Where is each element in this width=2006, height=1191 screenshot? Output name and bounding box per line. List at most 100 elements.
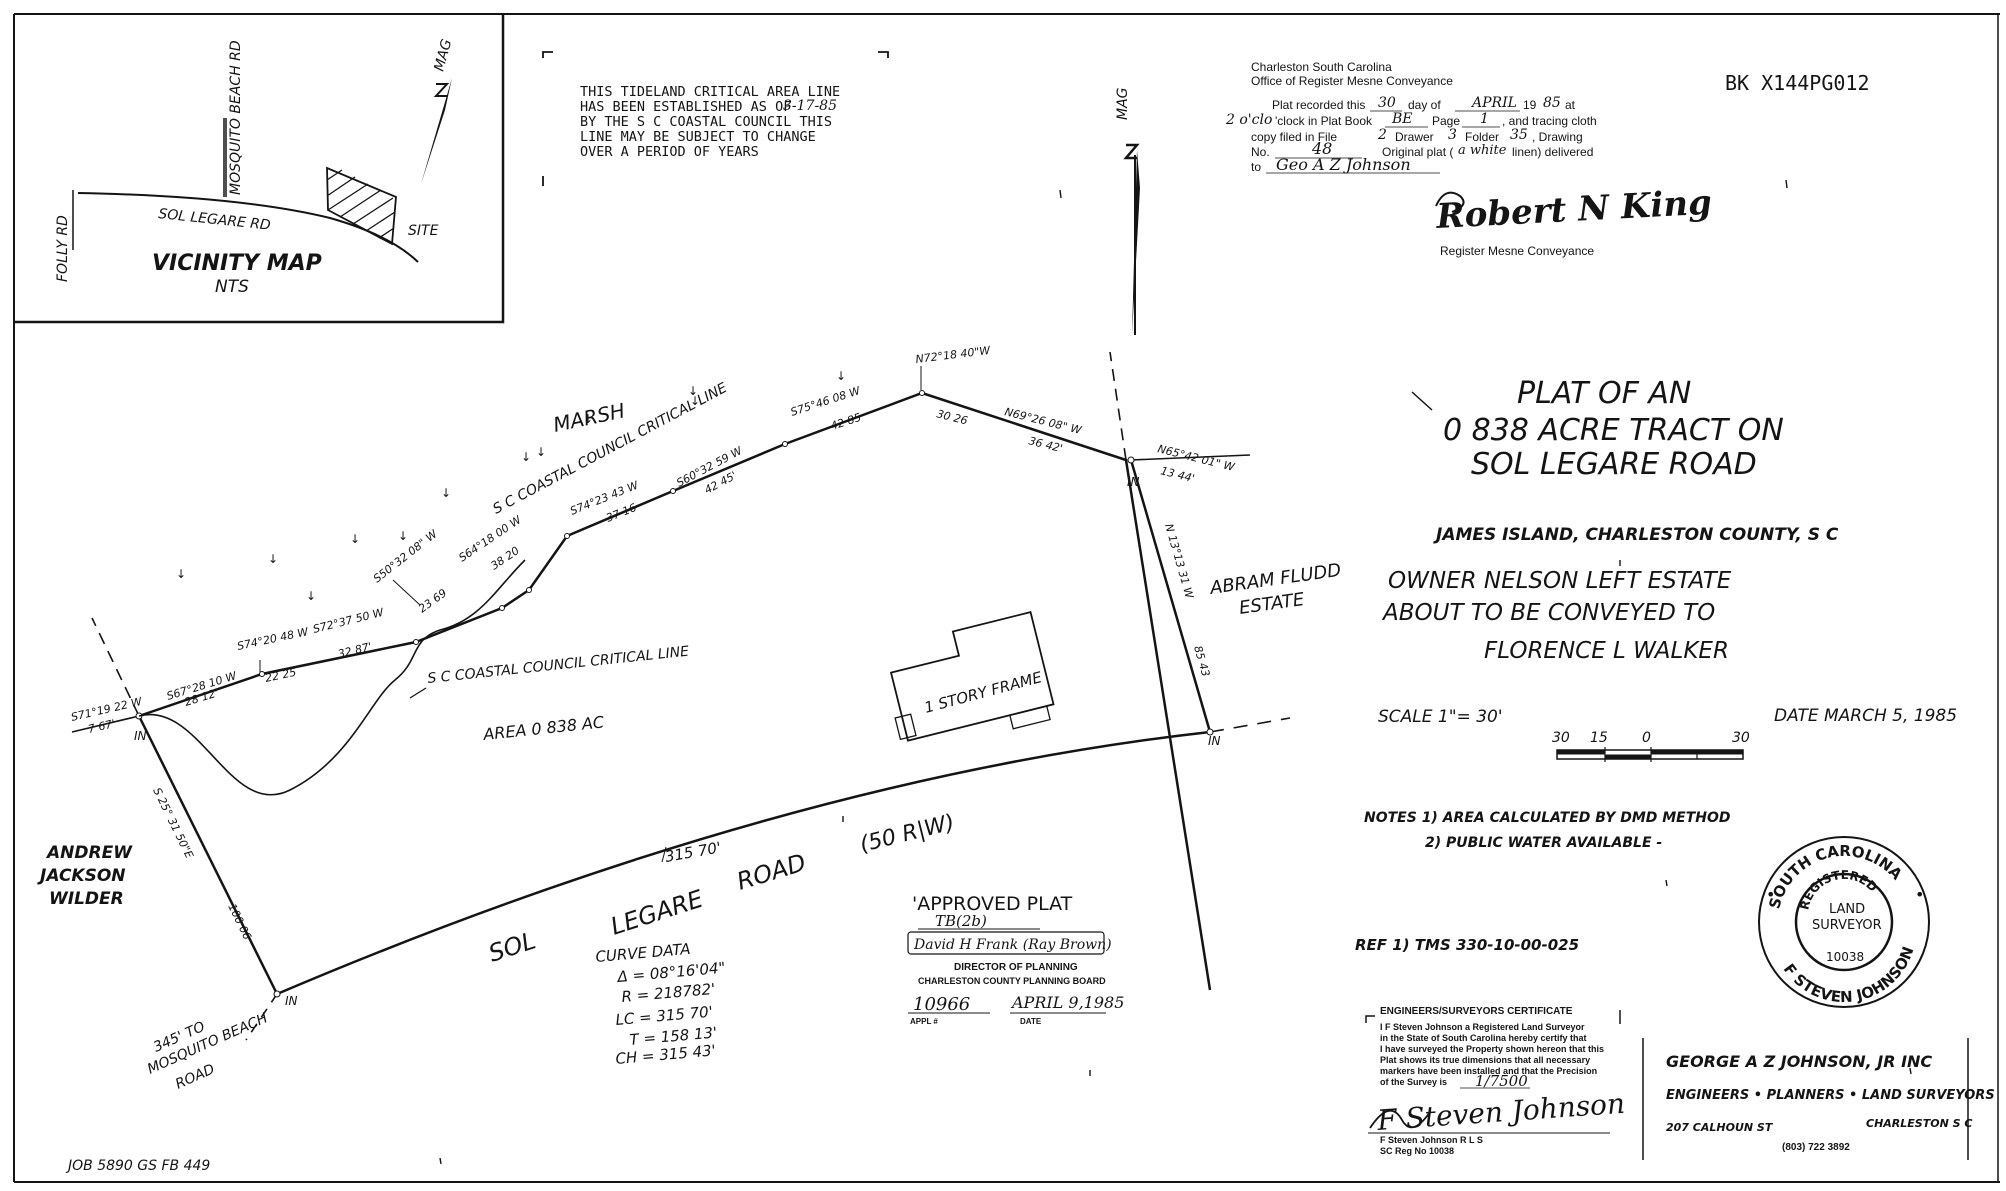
book-page-reference: BK X144PG012: [1725, 71, 1870, 95]
svg-text:↓: ↓: [441, 486, 451, 500]
vicinity-mag-label: MAG: [431, 37, 455, 73]
title-line2: 0 838 ACRE TRACT ON: [1443, 413, 1784, 448]
notes: NOTES 1) AREA CALCULATED BY DMD METHOD 2…: [1364, 810, 1731, 851]
house-label: 1 STORY FRAME: [922, 668, 1044, 717]
road-name-road: ROAD: [734, 848, 810, 895]
svg-text:↓: ↓: [268, 552, 278, 566]
recording-line5c: Folder: [1465, 130, 1499, 144]
neighbor-nw-line1: ANDREW: [45, 843, 133, 863]
certificate-line3: I have surveyed the Property shown hereo…: [1380, 1044, 1604, 1054]
road-name-sol: SOL: [485, 926, 539, 967]
road-width-label: (50 R|W): [857, 810, 957, 858]
svg-text:•: •: [1915, 885, 1924, 904]
seal-number: 10038: [1826, 950, 1864, 964]
distance-10: 30 26: [935, 407, 969, 427]
approved-signature: David H Frank (Ray Brown): [907, 931, 1112, 955]
to-mosquito-line3: ROAD: [173, 1061, 217, 1092]
approved-plat-stamp: 'APPROVED PLAT TB(2b) David H Frank (Ray…: [907, 893, 1124, 1026]
title-line1: PLAT OF AN: [1517, 376, 1691, 411]
scale-label: SCALE 1"= 30': [1378, 707, 1503, 727]
plat-mag-label: MAG: [1115, 87, 1131, 120]
bearing-3: S74°20 48 W: [236, 625, 311, 653]
critical-note-line2: HAS BEEN ESTABLISHED AS OF: [580, 99, 791, 115]
distance-west: 100 06: [225, 902, 254, 942]
distance-4: 32 87': [337, 640, 374, 661]
approved-director: DIRECTOR OF PLANNING: [954, 962, 1078, 973]
vicinity-map-scale: NTS: [215, 277, 249, 297]
marsh-symbols: ↓ ↓ ↓ ↓ ↓ ↓ ↓ ↓ ↓ ↓ ↓ ↓: [176, 369, 846, 603]
svg-text:F Steven Johnson: F Steven Johnson: [1375, 1087, 1626, 1137]
curve-data: CURVE DATA Δ = 08°16'04" R = 218782' LC …: [595, 940, 726, 1068]
approved-title: 'APPROVED PLAT: [912, 893, 1073, 915]
recording-line4a: 'clock in Plat Book: [1275, 114, 1373, 128]
critical-note-line5: OVER A PERIOD OF YEARS: [580, 144, 759, 160]
firm-city: CHARLESTON S C: [1866, 1117, 1972, 1130]
site-hatch: [326, 166, 397, 246]
property-boundary-road: [276, 730, 1211, 996]
approved-code: TB(2b): [935, 912, 987, 930]
svg-text:↓: ↓: [176, 567, 186, 581]
certificate-line1: I F Steven Johnson a Registered Land Sur…: [1380, 1022, 1585, 1032]
recording-register-label: Register Mesne Conveyance: [1440, 244, 1594, 258]
seal-land: LAND: [1829, 902, 1865, 917]
firm-address: 207 CALHOUN ST: [1666, 1121, 1774, 1134]
approved-board: CHARLESTON COUNTY PLANNING BOARD: [918, 976, 1106, 986]
certificate-line4: Plat shows its true dimensions that all …: [1380, 1055, 1590, 1065]
mosquito-beach-rd-label: MOSQUITO BEACH RD: [228, 40, 244, 195]
arc-length-label: 315 70': [664, 838, 723, 866]
recording-line3b: day of: [1408, 98, 1441, 112]
recording-line5d: , Drawing: [1532, 130, 1583, 144]
recording-month: APRIL: [1470, 95, 1517, 111]
distance-east: 85 43: [1191, 644, 1212, 678]
certificate-line2: in the State of South Carolina hereby ce…: [1380, 1033, 1587, 1043]
svg-text:↓: ↓: [690, 394, 700, 408]
location-line: JAMES ISLAND, CHARLESTON COUNTY, S C: [1433, 525, 1839, 545]
svg-text:↓: ↓: [350, 532, 360, 546]
recording-line3c: 19: [1523, 98, 1537, 112]
recording-year: 85: [1543, 95, 1561, 111]
bearing-4: S72°37 50 W: [312, 606, 386, 636]
certificate-line6: of the Survey is: [1380, 1077, 1447, 1087]
bearing-10: N72°18 40"W: [915, 344, 992, 366]
svg-text:David H Frank (Ray Brown): David H Frank (Ray Brown): [913, 937, 1112, 953]
critical-note-date: 3-17-85: [783, 98, 837, 114]
inner-critical-line: [138, 559, 526, 796]
recording-drawer: 3: [1448, 127, 1457, 143]
approved-date: APRIL 9,1985: [1010, 993, 1124, 1012]
firm-services: ENGINEERS • PLANNERS • LAND SURVEYORS: [1666, 1088, 1995, 1103]
firm-name: GEORGE A Z JOHNSON, JR INC: [1666, 1052, 1932, 1071]
job-number: JOB 5890 GS FB 449: [65, 1158, 210, 1174]
approved-appl-label: APPL #: [910, 1017, 938, 1026]
recording-day: 30: [1378, 95, 1396, 111]
owner-line2: ABOUT TO BE CONVEYED TO: [1381, 600, 1715, 626]
critical-note-line4: LINE MAY BE SUBJECT TO CHANGE: [580, 129, 816, 145]
recording-page: 1: [1480, 111, 1489, 127]
svg-text:↓: ↓: [306, 589, 316, 603]
distance-1: 7 67': [87, 717, 117, 736]
recording-drawing-no: 48: [1311, 139, 1332, 158]
distance-9: 42 85: [829, 411, 863, 433]
folly-rd-label: FOLLY RD: [55, 215, 71, 282]
bearing-west: S 25° 31 50"E: [150, 786, 195, 861]
iron-marker-ne: IN: [1127, 475, 1140, 489]
seal-surveyor: SURVEYOR: [1812, 918, 1882, 933]
recording-line6c: linen) delivered: [1512, 145, 1593, 159]
recording-line7a: to: [1251, 160, 1261, 174]
recording-time: 2 o'clo: [1225, 112, 1272, 128]
recording-line6a: No.: [1251, 145, 1270, 159]
critical-note-line1: THIS TIDELAND CRITICAL AREA LINE: [580, 84, 840, 100]
property-boundary-west: [137, 715, 279, 995]
recording-stamp: Charleston South Carolina Office of Regi…: [1225, 60, 1713, 258]
tms-reference: REF 1) TMS 330-10-00-025: [1355, 936, 1579, 954]
recording-line5b: Drawer: [1395, 130, 1434, 144]
scale-tick-0: 0: [1642, 730, 1651, 746]
critical-line-label-lower: S C COASTAL COUNCIL CRITICAL LINE: [427, 644, 690, 687]
site-label: SITE: [408, 223, 439, 239]
recording-folder: 35: [1510, 127, 1528, 143]
vicinity-map-title: VICINITY MAP: [152, 251, 322, 276]
distance-7: 37 16: [604, 501, 638, 525]
owner-line1: OWNER NELSON LEFT ESTATE: [1388, 568, 1732, 594]
recording-line4b: Page: [1432, 114, 1460, 128]
certificate-reg: SC Reg No 10038: [1380, 1146, 1454, 1156]
vicinity-map: MAG MOSQUITO BEACH RD FOLLY RD SOL LEGAR…: [14, 14, 505, 324]
